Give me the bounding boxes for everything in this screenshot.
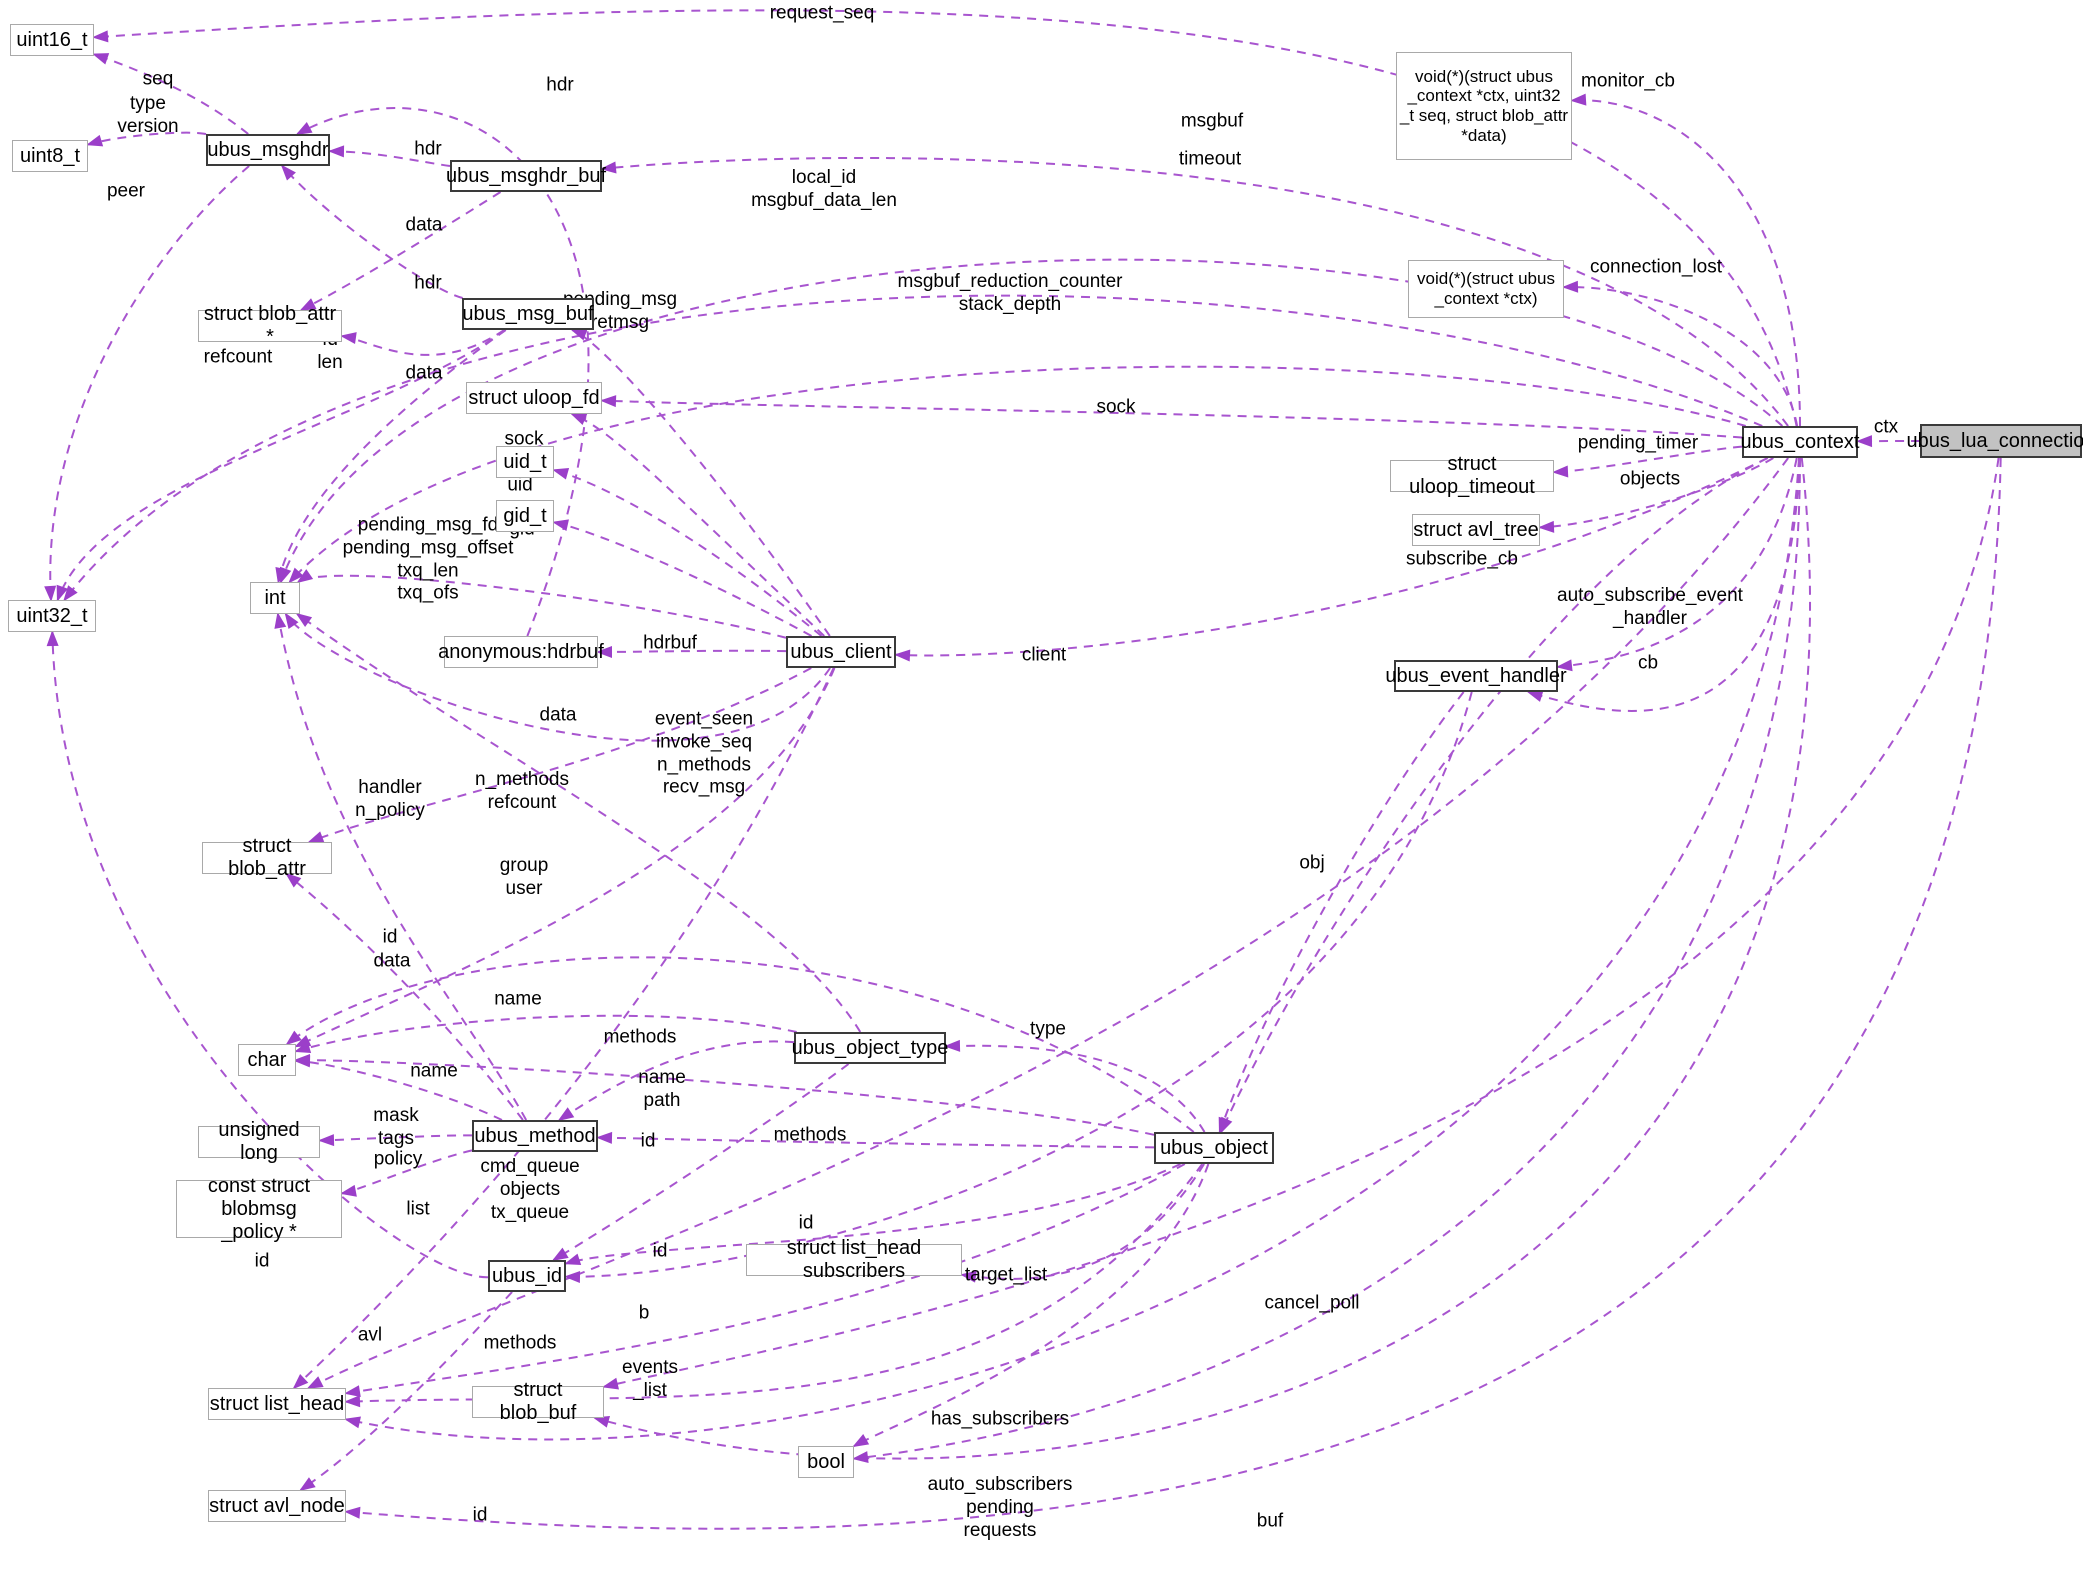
edge-method-int — [274, 612, 528, 1121]
node-subs: struct list_head subscribers — [746, 1237, 962, 1282]
node-u16: uint16_t — [10, 24, 94, 56]
node-context[interactable]: ubus_context — [1741, 426, 1860, 458]
edge-lua-blob_buf — [602, 457, 2000, 1390]
edge-context-u16 — [92, 9, 1798, 427]
edge-ubus_id-avl_node — [299, 1291, 513, 1492]
edge-context-evh — [1526, 457, 1801, 712]
edge-object-subs — [960, 1163, 1205, 1283]
edge-context-int — [288, 365, 1746, 584]
edge-object-obj_type — [944, 1039, 1206, 1133]
node-u8: uint8_t — [12, 140, 88, 172]
edge-lua-avl_node — [344, 457, 2002, 1530]
node-lua: ubus_lua_connection — [1906, 424, 2083, 458]
edge-evh-ubus_id — [564, 691, 1473, 1283]
node-blob-attr-p: struct blob_attr * — [198, 303, 342, 348]
node-evh[interactable]: ubus_event_handler — [1385, 660, 1567, 692]
node-int: int — [250, 582, 300, 614]
edge-object-ubus_id — [564, 1163, 1181, 1266]
node-list-head: struct list_head — [208, 1388, 346, 1420]
node-avl-node: struct avl_node — [208, 1490, 346, 1522]
edge-context-avl_tree — [1538, 457, 1774, 533]
edge-context-msghdr_buf — [600, 156, 1789, 427]
edge-msghdr-u8 — [86, 131, 207, 147]
edge-context-blob_buf — [592, 457, 1811, 1460]
node-msg-buf[interactable]: ubus_msg_buf — [462, 298, 594, 330]
edge-client-blob_attr — [307, 667, 812, 843]
node-uloop-fd: struct uloop_fd — [466, 382, 602, 414]
edge-msghdr-u32 — [44, 165, 250, 602]
edge-client-list_head — [292, 667, 835, 1390]
edge-client-uid_t — [552, 467, 823, 637]
edge-object-list_head — [344, 1163, 1186, 1398]
edge-context-uloop_fd — [600, 395, 1743, 439]
node-msghdr-buf[interactable]: ubus_msghdr_buf — [446, 160, 606, 192]
edge-context-bool — [852, 457, 1801, 1463]
node-gid-t: gid_t — [496, 500, 554, 532]
edge-msg_buf-u32 — [56, 329, 507, 602]
edge-ubus_id-u32 — [46, 630, 489, 1279]
node-ulong: unsigned long — [198, 1119, 320, 1164]
edge-context-cb2 — [1562, 280, 1799, 427]
edge-method-bpolicy — [340, 1149, 473, 1197]
edge-context-cb4 — [1570, 93, 1801, 427]
node-object[interactable]: ubus_object — [1154, 1132, 1274, 1164]
node-char: char — [238, 1044, 296, 1076]
edge-client-char — [294, 667, 836, 1048]
node-cb2: void(*)(struct ubus _context *ctx) — [1408, 260, 1564, 318]
edge-method-blob_attr — [285, 872, 524, 1121]
edge-client-msg_buf — [570, 329, 831, 637]
node-hdrbuf: anonymous:hdrbuf — [438, 636, 604, 668]
node-method[interactable]: ubus_method — [472, 1120, 598, 1152]
edge-msghdr_buf-msghdr — [328, 145, 451, 167]
edge-obj_type-int — [295, 612, 862, 1033]
edge-context-object — [1220, 457, 1768, 1134]
node-blob-attr: struct blob_attr — [202, 835, 332, 880]
edge-context-int — [279, 258, 1784, 584]
edge-context-u32 — [63, 294, 1763, 602]
node-avl-tree: struct avl_tree — [1412, 514, 1540, 546]
node-bool: bool — [798, 1446, 854, 1478]
edge-context-uloop_timeout — [1552, 445, 1743, 478]
edge-context-client — [894, 457, 1769, 662]
edge-msg_buf-msghdr — [280, 164, 463, 299]
edge-msghdr_buf-blob_attr_p — [299, 191, 502, 311]
edge-context-list_head — [306, 457, 1789, 1389]
edge-obj_type-ubus_id — [551, 1063, 850, 1262]
edge-context-evh — [1556, 457, 1798, 672]
edge-obj_type-method — [557, 1040, 795, 1122]
edge-client-int — [284, 612, 831, 742]
node-u32: uint32_t — [8, 600, 96, 632]
edge-object-bool — [852, 1163, 1210, 1448]
node-client[interactable]: ubus_client — [786, 636, 896, 668]
node-bpolicy: const struct blobmsg _policy * — [176, 1175, 342, 1243]
edge-object-char — [294, 1054, 1155, 1136]
edge-obj_type-char — [294, 1014, 797, 1054]
node-cb4: void(*)(struct ubus _context *ctx, uint3… — [1396, 52, 1572, 160]
node-uid-t: uid_t — [496, 446, 554, 478]
edge-client-hdrbuf — [596, 645, 787, 658]
edge-client-int — [296, 569, 787, 639]
edge-object-char — [285, 956, 1195, 1133]
edge-method-ulong — [318, 1134, 473, 1147]
node-uloop-timeout: struct uloop_timeout — [1390, 453, 1554, 498]
node-msghdr[interactable]: ubus_msghdr — [206, 134, 330, 166]
edge-evh-object — [1218, 691, 1465, 1134]
edge-msg_buf-blob_attr_p — [340, 329, 505, 356]
edge-client-gid_t — [552, 519, 813, 637]
edge-msghdr-u16 — [92, 53, 249, 135]
node-ubus-id[interactable]: ubus_id — [488, 1260, 566, 1292]
edge-context-list_head — [344, 457, 1801, 1441]
node-obj-type[interactable]: ubus_object_type — [792, 1032, 948, 1064]
node-blob-buf: struct blob_buf — [472, 1379, 604, 1424]
edge-method-char — [294, 1055, 503, 1121]
edge-client-uloop_fd — [570, 413, 825, 637]
edge-msg_buf-int — [275, 329, 507, 584]
